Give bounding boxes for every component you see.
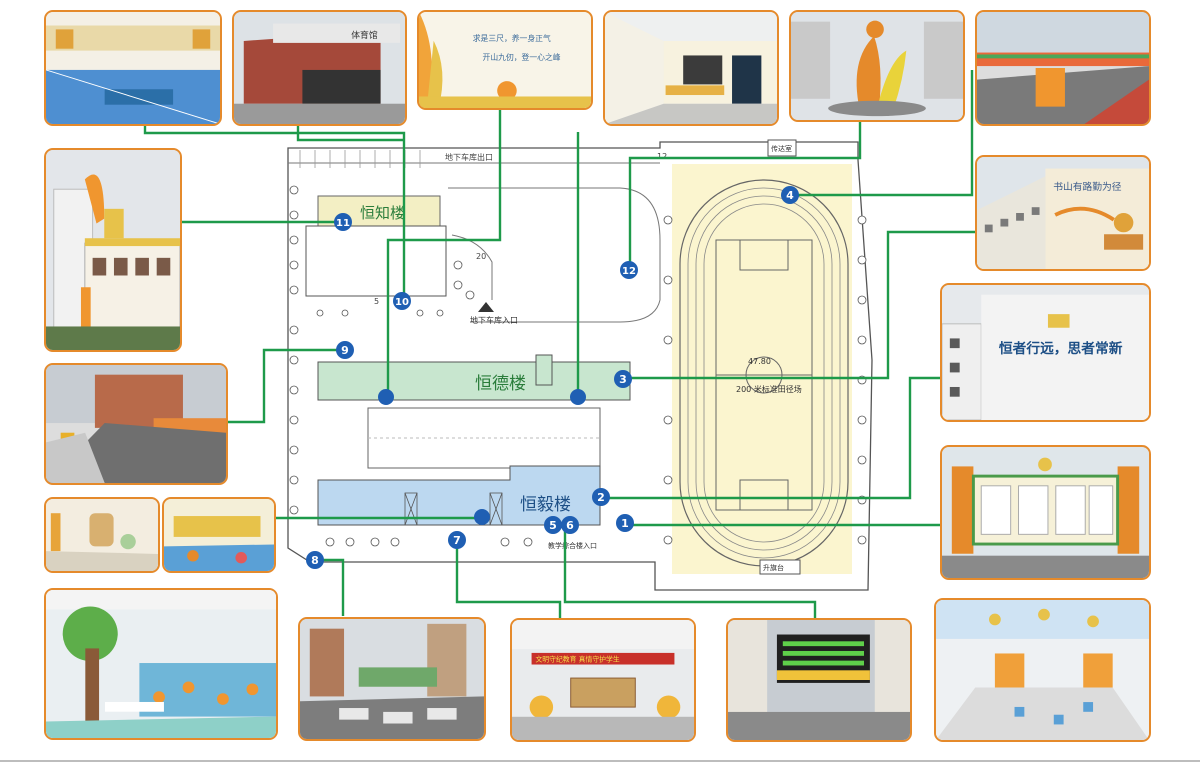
tree-row-left [289,185,475,515]
hengyi-stairs [404,492,503,526]
entrance-gate-label: 教学综合楼入口 [548,541,597,550]
culture-wall-text-2: 开山九仞，登一心之峰 [483,52,561,62]
track-dim-label: 47.80 [748,357,771,366]
gym-sign: 体育馆 [351,29,378,41]
tree-row-bottom [325,537,533,547]
marker-9[interactable]: 9 [336,341,354,359]
hengde-label: 恒德楼 [475,374,526,394]
svg-text:4: 4 [786,189,794,202]
photo-slogan-building[interactable]: 恒者行远，思者常新 [940,283,1151,422]
photo-corridor[interactable] [603,10,779,126]
photo-hallway-1[interactable] [44,497,160,573]
hengyi-label: 恒毅楼 [520,495,571,515]
road-number-20: 20 [476,252,486,261]
guard-room-label: 传达室 [771,144,792,153]
top-road-label: 地下车库出口 [445,152,493,162]
photo-bulletin-board[interactable] [940,445,1151,580]
svg-text:12: 12 [622,266,636,277]
svg-text:6: 6 [566,519,574,532]
photo-led-board[interactable] [726,618,912,742]
marker-12[interactable]: 12 [620,261,638,279]
footer-divider [0,760,1200,762]
marker-3[interactable]: 3 [614,370,632,388]
marker-4[interactable]: 4 [781,186,799,204]
photo-culture-wall[interactable]: 求是三尺，养一身正气 开山九仞，登一心之峰 [417,10,593,110]
photo-sculpture[interactable] [789,10,965,122]
svg-text:11: 11 [336,218,350,229]
hengyi-building [317,465,601,526]
marker-10[interactable]: 10 [393,292,411,310]
photo-mural-corridor[interactable] [44,588,278,740]
svg-text:2: 2 [597,491,605,504]
flag-platform-label: 升旗台 [763,563,784,572]
marker-5[interactable]: 5 [544,516,562,534]
entrance-banner-text: 文明守纪教育 真情守护学生 [535,655,619,664]
culture-wall-text-1: 求是三尺，养一身正气 [473,33,551,43]
slogan-text: 恒者行远，思者常新 [999,340,1123,357]
hengzhi-yard [305,225,447,297]
photo-gymnasium[interactable]: 体育馆 [232,10,407,126]
track-label: 200 米标准田径场 [736,384,802,394]
guard-room [767,139,797,157]
marker-dot-hengde-left[interactable] [378,389,394,405]
marker-2[interactable]: 2 [592,488,610,506]
svg-text:9: 9 [341,344,349,357]
marker-8[interactable]: 8 [306,551,324,569]
svg-text:10: 10 [395,297,409,308]
book-mural-text: 书山有路勤为径 [1053,180,1122,193]
marker-1[interactable]: 1 [616,514,634,532]
flag-platform [759,559,801,575]
photo-campus-path[interactable] [44,363,228,485]
photo-outdoor-seating[interactable] [298,617,486,741]
svg-text:5: 5 [549,519,557,532]
marker-6[interactable]: 6 [561,516,579,534]
hengzhi-label: 恒知楼 [360,204,405,222]
hengde-tower [535,354,553,386]
garage-arrow [478,302,494,312]
photo-main-entrance[interactable]: 文明守纪教育 真情守护学生 [510,618,696,742]
marker-11[interactable]: 11 [334,213,352,231]
garage-entrance-label: 地下车库入口 [470,315,518,325]
road-number-12: 12 [657,152,667,161]
garage-ramp [451,234,493,300]
photo-hengzhi-building[interactable] [44,148,182,352]
svg-text:3: 3 [619,373,627,386]
photo-hallway-2[interactable] [162,497,276,573]
photo-play-area[interactable] [934,598,1151,742]
photo-sports-court[interactable] [44,10,222,126]
svg-text:7: 7 [453,534,461,547]
marker-dot-hengde-right[interactable] [570,389,586,405]
marker-dot-hengyi[interactable] [474,509,490,525]
marker-7[interactable]: 7 [448,531,466,549]
svg-text:1: 1 [621,517,629,530]
connector-lines [143,70,980,620]
drive-loop [448,187,661,323]
road-number-5: 5 [374,297,379,306]
svg-text:8: 8 [311,554,319,567]
field-area [672,164,852,574]
photo-book-mural[interactable]: 书山有路勤为径 [975,155,1151,271]
photo-track-road[interactable] [975,10,1151,126]
